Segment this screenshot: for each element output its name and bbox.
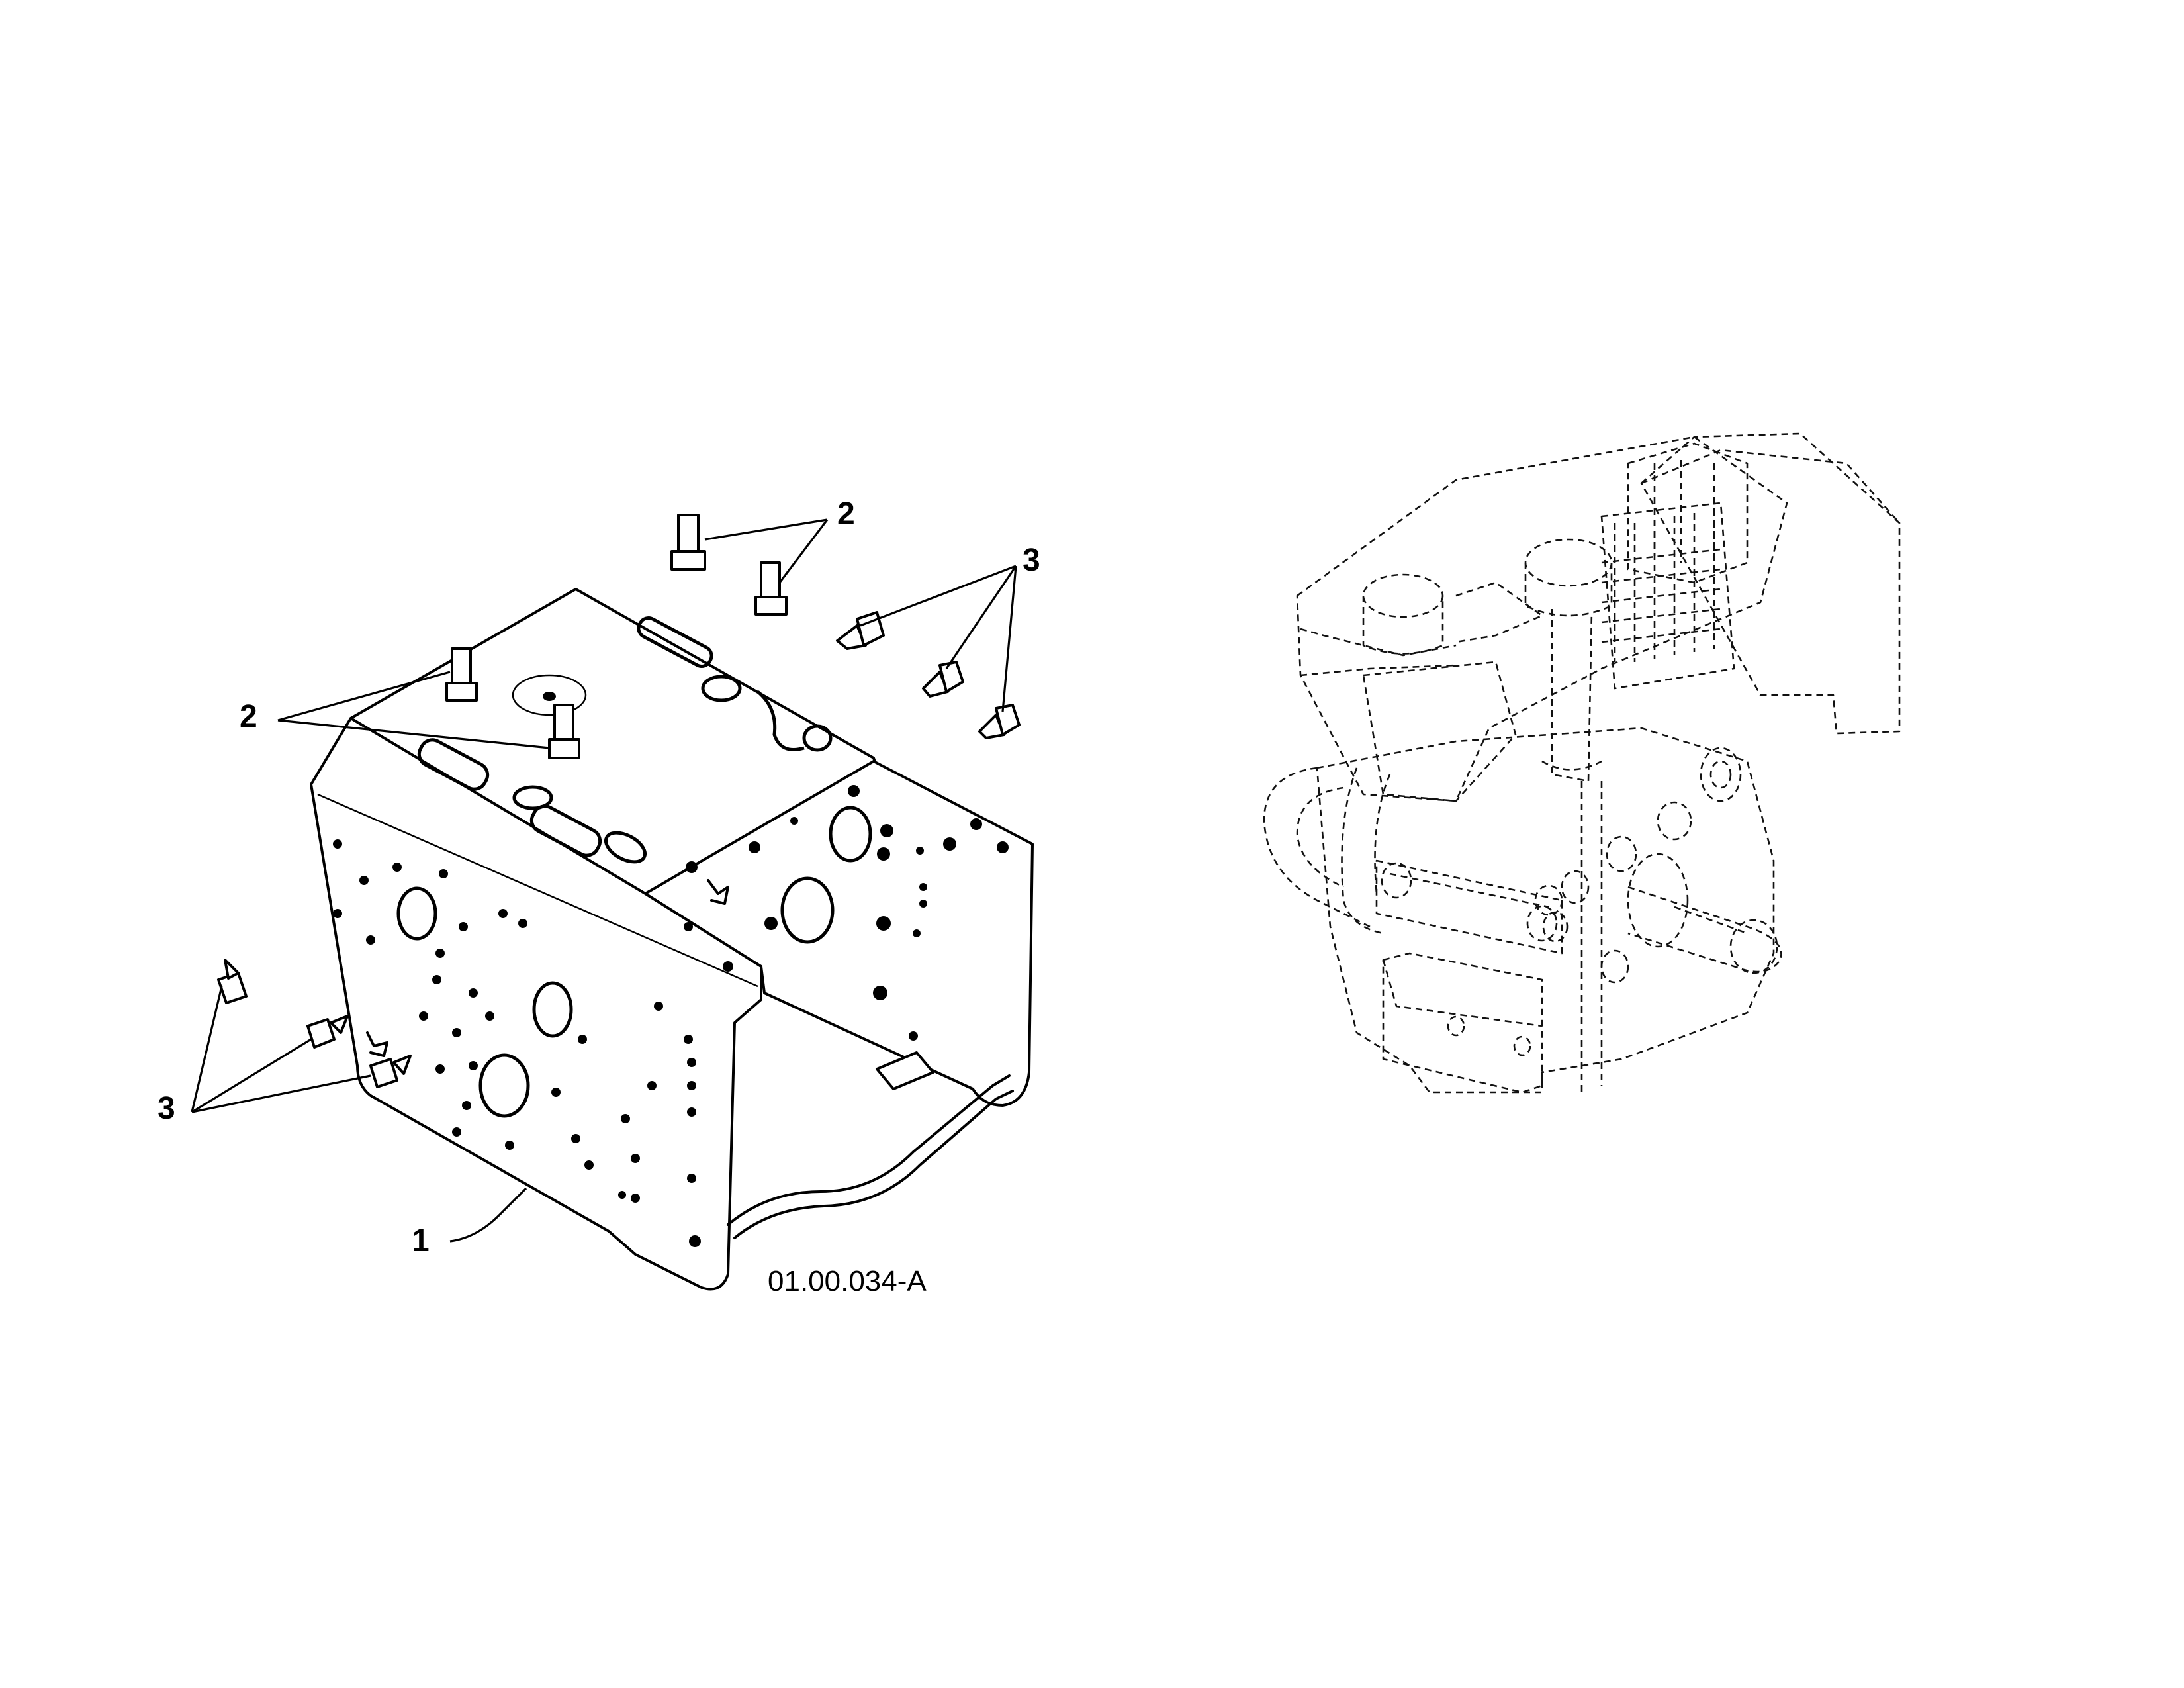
frame-right-plate xyxy=(644,760,1034,1107)
shoulder-bolt xyxy=(754,561,788,616)
right-large-hole xyxy=(780,876,835,944)
frame-rod-inner xyxy=(733,1090,1014,1239)
front-plate-fold xyxy=(317,793,758,988)
shoulder-bolt xyxy=(670,514,706,571)
flange-screw xyxy=(836,611,885,650)
flange-screw xyxy=(978,704,1021,739)
engine-phantom-view xyxy=(1263,432,1901,1094)
frame-assembly xyxy=(310,588,1034,1291)
front-small-holes xyxy=(333,839,733,1247)
flange-screw xyxy=(217,959,248,1004)
shoulder-bolts xyxy=(445,514,788,759)
callout-1: 1 xyxy=(412,1223,430,1258)
callout-3-left: 3 xyxy=(158,1091,175,1126)
flange-screw xyxy=(306,1015,349,1049)
top-slot xyxy=(529,804,602,857)
top-recess-hole xyxy=(543,692,556,701)
top-slot xyxy=(417,738,490,791)
flange-screws xyxy=(217,611,1021,1088)
front-large-hole xyxy=(532,981,573,1038)
top-hole xyxy=(701,675,742,702)
callout-leaders xyxy=(191,518,1017,1243)
bracket-hook xyxy=(707,879,729,905)
front-large-hole xyxy=(478,1053,530,1118)
frame-rod xyxy=(727,1074,1011,1226)
top-cutout xyxy=(756,690,805,751)
front-large-hole xyxy=(396,886,437,941)
right-small-holes xyxy=(684,785,1009,1041)
bracket-hook xyxy=(366,1031,388,1057)
flange-screw xyxy=(369,1055,412,1088)
top-hole xyxy=(604,831,647,864)
right-large-hole xyxy=(829,806,872,863)
top-hole xyxy=(802,724,833,752)
callout-3-top: 3 xyxy=(1023,543,1040,578)
shoulder-bolt xyxy=(548,704,580,759)
shoulder-bolt xyxy=(445,647,478,702)
frame-tab xyxy=(876,1051,934,1090)
callout-2-top: 2 xyxy=(837,496,855,532)
figure-id: 01.00.034-A xyxy=(768,1265,927,1297)
top-hole xyxy=(512,785,553,810)
flange-screw xyxy=(922,661,964,698)
callout-2-left: 2 xyxy=(240,699,257,734)
top-recess xyxy=(512,674,587,716)
top-slot xyxy=(637,616,713,668)
